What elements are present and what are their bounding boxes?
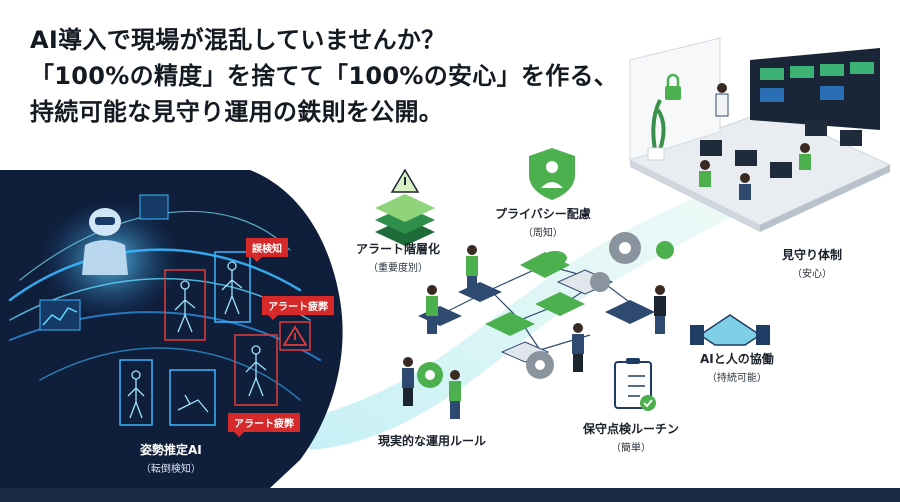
- label-rules-title: 現実的な運用ルール: [378, 434, 487, 448]
- gear-icon: [526, 232, 641, 379]
- tag-alert-fatigue-2: アラート疲弊: [228, 413, 300, 437]
- monitoring-room: [628, 37, 892, 232]
- label-alert-tier-sub: （重要度別）: [368, 263, 428, 274]
- checklist-icon: [614, 358, 656, 411]
- privacy-shield-icon: [529, 148, 575, 200]
- label-maintenance-title: 保守点検ルーチン: [583, 422, 680, 436]
- headline-line-3: 持続可能な見守り運用の鉄則を公開。: [30, 98, 444, 126]
- detection-boxes: [119, 251, 278, 426]
- layers-warning-icon: [375, 168, 435, 246]
- label-privacy-sub: （周知）: [522, 228, 563, 239]
- label-monitoring-sub: （安心）: [792, 269, 832, 280]
- label-alert-tier: アラート階層化 （重要度別）: [356, 240, 440, 274]
- label-pose-title: 姿勢推定AI: [140, 443, 202, 457]
- lock-icon: [665, 73, 681, 100]
- tag-false-detection: 誤検知: [246, 238, 288, 262]
- label-alert-tier-title: アラート階層化: [356, 242, 441, 256]
- label-privacy-title: プライバシー配慮: [495, 207, 591, 221]
- label-rules: 現実的な運用ルール: [378, 432, 486, 449]
- tag-alert-fatigue-1: アラート疲弊: [262, 296, 334, 320]
- bottom-bar: [0, 488, 900, 502]
- workflow-network: [418, 251, 655, 363]
- label-monitoring-title: 見守り体制: [782, 248, 843, 262]
- label-collab-sub: （持続可能）: [706, 373, 767, 384]
- robot-icon: [82, 208, 128, 275]
- label-privacy: プライバシー配慮 （周知）: [495, 205, 591, 239]
- warning-icon: [279, 321, 311, 351]
- label-collab: AIと人の協働 （持続可能）: [700, 350, 774, 384]
- label-monitoring: 見守り体制 （安心）: [782, 246, 842, 280]
- label-maintenance-sub: （簡単）: [611, 443, 651, 454]
- label-pose-estimation: 姿勢推定AI （転倒検知）: [140, 441, 202, 475]
- headline-line-2: 「100%の精度」を捨てて「100%の安心」を作る、: [30, 62, 619, 90]
- label-pose-sub: （転倒検知）: [140, 464, 201, 475]
- headline-line-1: AI導入で現場が混乱していませんか？: [30, 26, 446, 54]
- people: [402, 245, 666, 419]
- handshake-icon: [690, 314, 770, 346]
- label-collab-title: AIと人の協働: [700, 352, 774, 366]
- label-maintenance: 保守点検ルーチン （簡単）: [583, 420, 679, 454]
- headline: AI導入で現場が混乱していませんか？ 「100%の精度」を捨てて「100%の安心…: [30, 22, 619, 130]
